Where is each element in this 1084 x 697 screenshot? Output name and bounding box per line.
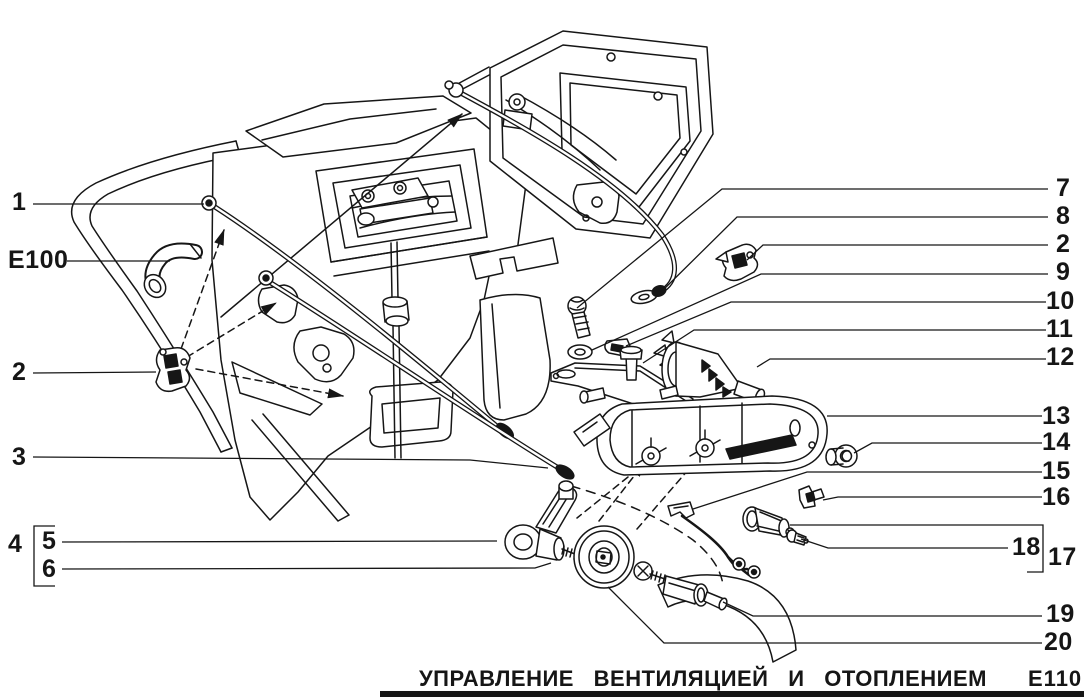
caption-word: ОТОПЛЕНИЕМ (824, 666, 987, 691)
console-cable (444, 80, 677, 305)
caption-word: УПРАВЛЕНИЕ (419, 666, 574, 691)
page-edge-bar (380, 691, 1084, 697)
leader-lines (32, 188, 1048, 644)
callout-11: 11 (1046, 315, 1074, 343)
figure-code: Е110 (1028, 666, 1083, 691)
callout-6: 6 (42, 555, 57, 583)
adjuster-screw (633, 561, 728, 611)
callout-2-left: 2 (12, 358, 27, 386)
figure-caption: УПРАВЛЕНИЕ ВЕНТИЛЯЦИЕЙ И ОТОПЛЕНИЕМ (419, 666, 987, 692)
callout-13: 13 (1042, 402, 1071, 430)
defroster-frame (70, 140, 241, 453)
callout-1: 1 (12, 188, 27, 216)
callout-15: 15 (1042, 457, 1071, 485)
callout-2-right: 2 (1056, 230, 1071, 258)
callout-18: 18 (1012, 533, 1041, 561)
callout-5: 5 (42, 527, 57, 555)
callout-12: 12 (1046, 343, 1075, 371)
caption-word: И (788, 666, 805, 691)
caption-word: ВЕНТИЛЯЦИЕЙ (593, 666, 769, 691)
control-bracket (573, 385, 828, 476)
callout-20: 20 (1044, 628, 1073, 656)
callout-4: 4 (8, 530, 23, 558)
callout-19: 19 (1046, 600, 1075, 628)
callout-e100: E100 (8, 246, 69, 274)
heater-hose (143, 242, 203, 299)
callout-9: 9 (1056, 258, 1071, 286)
callout-7: 7 (1056, 174, 1071, 202)
cable-pulley (573, 525, 635, 589)
callout-17: 17 (1048, 543, 1077, 571)
illumination-parts (667, 444, 858, 579)
cable-clamp-left (155, 346, 191, 393)
callout-16: 16 (1042, 483, 1071, 511)
callout-14: 14 (1042, 428, 1071, 456)
callout-10: 10 (1046, 287, 1075, 315)
callout-3: 3 (12, 443, 27, 471)
console-lid (451, 30, 714, 239)
callout-8: 8 (1056, 202, 1071, 230)
control-cables (201, 195, 575, 480)
